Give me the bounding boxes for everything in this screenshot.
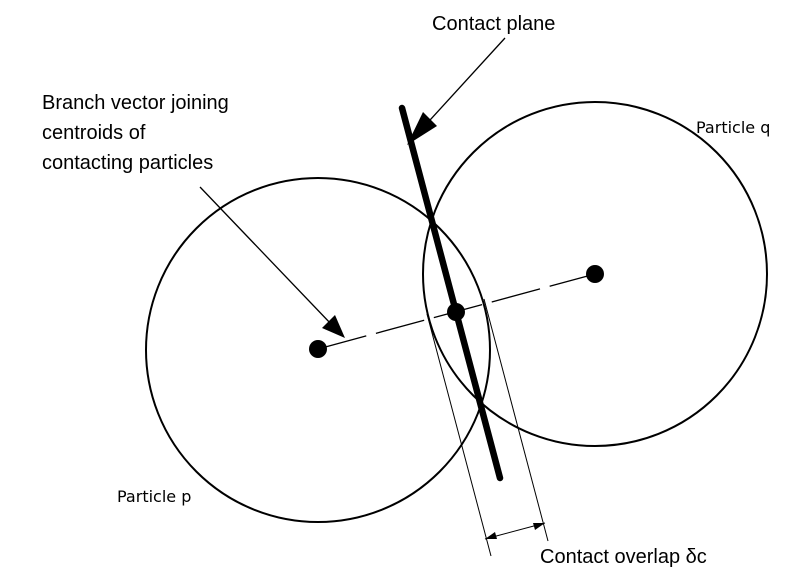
overlap-arrowhead-left xyxy=(485,532,497,539)
overlap-arrowhead-right xyxy=(533,523,545,530)
branch-vector-label-line1: Branch vector joining xyxy=(42,92,229,114)
particle-p-circle xyxy=(145,177,491,523)
contact-plane-arrowhead xyxy=(407,112,437,145)
contact-overlap-label: Contact overlap δc xyxy=(540,546,707,568)
contact-plane-leader xyxy=(419,37,506,132)
branch-vector-label-line2: centroids of xyxy=(42,122,146,144)
contact-plane-label: Contact plane xyxy=(432,13,555,35)
branch-vector-label-line3: contacting particles xyxy=(42,152,213,174)
particle-p-label: Particle p xyxy=(117,487,191,506)
particle-q-label: Particle q xyxy=(696,118,770,137)
branch-vector-arrowhead xyxy=(322,315,345,338)
branch-vector-leader xyxy=(199,186,333,326)
contact-plane-line xyxy=(398,104,504,482)
particle-q-circle xyxy=(422,101,768,447)
particle-q-centroid xyxy=(586,265,604,283)
particle-p-centroid xyxy=(309,340,327,358)
overlap-boundary-right xyxy=(483,298,549,542)
overlap-boundary-left xyxy=(426,313,492,557)
